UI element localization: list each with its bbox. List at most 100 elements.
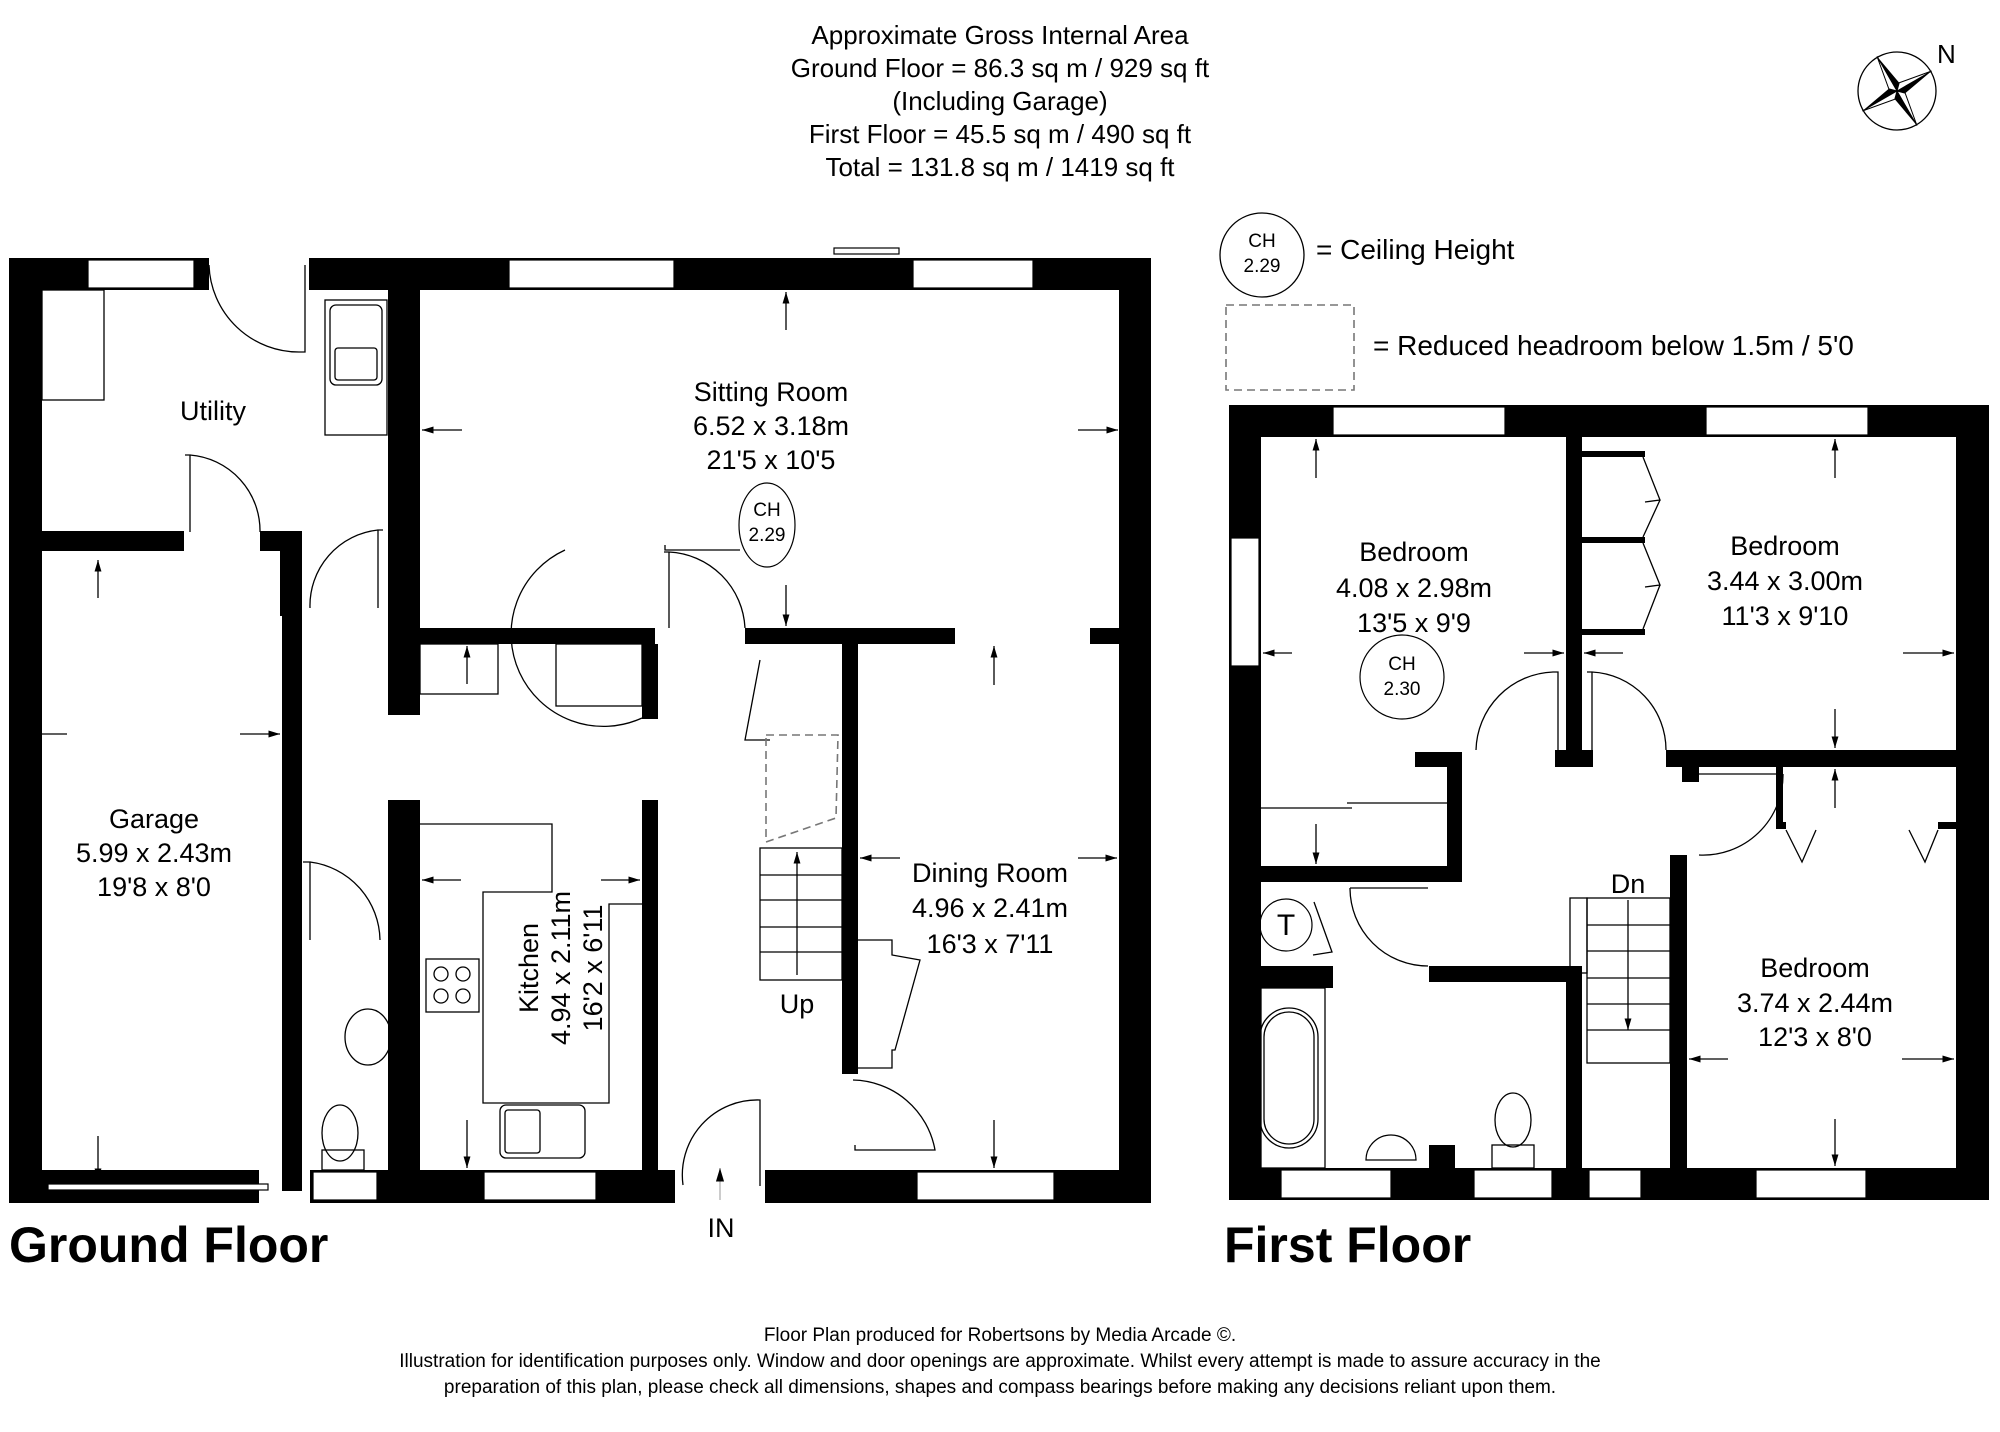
patio-door-slider [833,247,900,255]
bedroom2-wardrobe [1582,451,1661,635]
bedroom3-metric: 3.74 x 2.44m [1737,988,1893,1018]
bedroom1-ch-label: CH [1388,654,1415,675]
legend-ch-text: = Ceiling Height [1316,234,1515,265]
bedroom2-label: Bedroom 3.44 x 3.00m 11'3 x 9'10 [1707,531,1863,631]
kitchen-door [510,545,740,728]
bedroom2-name: Bedroom [1730,531,1840,561]
sitting-room-label: Sitting Room 6.52 x 3.18m 21'5 x 10'5 CH… [693,377,849,568]
compass-north-label: N [1937,39,1956,69]
garage-door [47,1183,269,1191]
bedroom3-door [1698,773,1784,856]
ground-floor-title: Ground Floor [9,1217,328,1273]
bedroom1-ch-value: 2.30 [1384,679,1421,700]
utility-worktop [41,289,105,401]
legend: CH 2.29 = Ceiling Height = Reduced headr… [1219,212,1854,391]
kitchen-imperial: 16'2 x 6'11 [578,905,608,1032]
window [87,259,195,289]
dining-room-imperial: 16'3 x 7'11 [927,929,1054,959]
window [1280,1169,1392,1199]
legend-ceiling-height: CH 2.29 = Ceiling Height [1219,212,1515,298]
bedroom1-metric: 4.08 x 2.98m [1336,573,1492,603]
sitting-room-imperial: 21'5 x 10'5 [707,445,836,475]
entrance-label: IN [708,1213,735,1243]
kitchen-worktop [420,823,642,1104]
sitting-room-ch-value: 2.29 [749,525,786,546]
tank-label: T [1277,909,1295,942]
wc-door [303,861,381,941]
sitting-room-door [664,551,746,629]
bedroom1-name: Bedroom [1359,537,1469,567]
garage-label: Garage 5.99 x 2.43m 19'8 x 8'0 [76,804,232,902]
window [508,259,675,289]
bedroom3-label: Bedroom 3.74 x 2.44m 12'3 x 8'0 [1737,953,1893,1052]
kitchen-metric: 4.94 x 2.11m [546,891,576,1045]
reduced-headroom-symbol-icon [1225,304,1355,391]
window [916,1171,1055,1201]
disclaimer-line-2: preparation of this plan, please check a… [444,1377,1556,1398]
bedroom1-imperial: 13'5 x 9'9 [1357,608,1471,638]
window [1755,1169,1867,1199]
dining-room-label: Dining Room 4.96 x 2.41m 16'3 x 7'11 [912,858,1068,959]
garage-metric: 5.99 x 2.43m [76,838,232,868]
window [912,259,1034,289]
bedroom3-imperial: 12'3 x 8'0 [1758,1022,1872,1052]
kitchen-cupboard [419,643,499,695]
window [1473,1169,1553,1199]
sitting-room-name: Sitting Room [694,377,849,407]
kitchen-name: Kitchen [514,923,544,1013]
kitchen-label: Kitchen 4.94 x 2.11m 16'2 x 6'11 [514,891,608,1045]
bedroom2-door [1587,671,1667,751]
disclaimer-credit: Floor Plan produced for Robertsons by Me… [764,1325,1236,1346]
tank-cupboard-door [1312,901,1333,956]
disclaimer: Floor Plan produced for Robertsons by Me… [399,1325,1600,1398]
area-including-garage: (Including Garage) [892,86,1107,116]
bath-icon [1259,987,1326,1169]
back-door [208,264,306,353]
dining-room-name: Dining Room [912,858,1068,888]
kitchen-sink-icon [499,1104,586,1159]
hob-icon [425,958,480,1013]
area-summary: Approximate Gross Internal Area Ground F… [791,20,1210,182]
wc-toilet-icon [321,1104,365,1171]
water-tank-icon [1259,898,1313,952]
ceiling-height-badge [738,482,796,568]
bathroom-basin-icon [1365,1134,1417,1161]
dining-door [852,1079,936,1151]
stairs-up-label: Up [780,989,815,1019]
hall-door [309,529,383,609]
window [1230,537,1260,667]
first-floor-stairs [1569,897,1671,1064]
window [483,1171,597,1201]
legend-ch-label: CH [1248,231,1275,252]
legend-ch-value: 2.29 [1244,256,1281,277]
garage-imperial: 19'8 x 8'0 [97,872,211,902]
legend-reduced-headroom: = Reduced headroom below 1.5m / 5'0 [1225,304,1854,391]
utility-sink-icon [324,299,388,436]
dining-room-metric: 4.96 x 2.41m [912,893,1068,923]
bedroom1-label: Bedroom 4.08 x 2.98m 13'5 x 9'9 CH 2.30 [1336,537,1492,720]
utility-label: Utility [180,396,246,426]
legend-headroom-text: = Reduced headroom below 1.5m / 5'0 [1373,330,1854,361]
stairs-down-label: Dn [1611,869,1646,899]
ceiling-height-badge [1359,634,1445,720]
area-first-floor: First Floor = 45.5 sq m / 490 sq ft [809,119,1192,149]
sitting-room-ch-label: CH [753,500,780,521]
kitchen-cupboard [555,643,643,707]
first-floor-plan: T [1224,405,1989,1273]
bedroom2-metric: 3.44 x 3.00m [1707,566,1863,596]
area-ground-floor: Ground Floor = 86.3 sq m / 929 sq ft [791,53,1210,83]
compass-rose-icon: N [1857,39,1956,131]
window [1705,406,1869,436]
wc-basin-icon [344,1008,392,1066]
bedroom2-imperial: 11'3 x 9'10 [1722,601,1849,631]
bathroom-toilet-icon [1491,1092,1535,1169]
window [312,1171,378,1201]
area-total: Total = 131.8 sq m / 1419 sq ft [825,152,1175,182]
bedroom1-wardrobe [1261,802,1447,809]
first-floor-title: First Floor [1224,1217,1471,1273]
front-door [681,1099,761,1186]
area-title: Approximate Gross Internal Area [811,20,1189,50]
disclaimer-line-1: Illustration for identification purposes… [399,1351,1600,1372]
window [1332,406,1506,436]
